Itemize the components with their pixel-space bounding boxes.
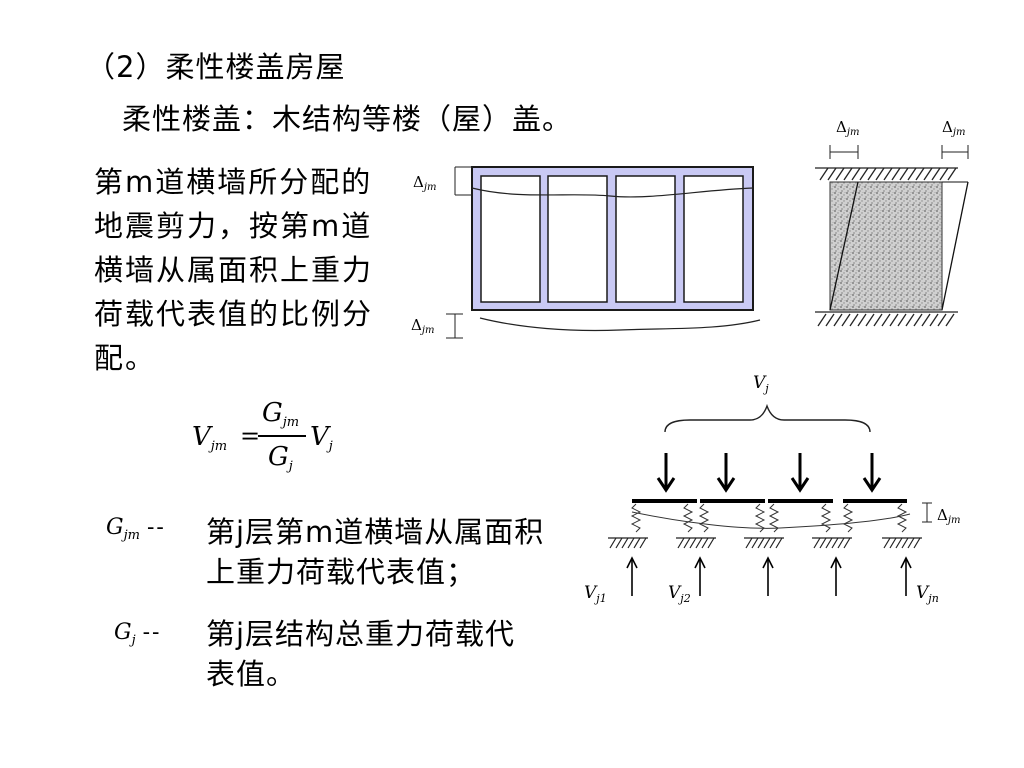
floor-plan-diagram: Δjm Δjm [411, 166, 761, 339]
plan-delta-bottom-label: Δjm [411, 316, 434, 336]
wall-delta-left-label: Δjm [836, 118, 859, 138]
section-title: （2）柔性楼盖房屋 [86, 50, 346, 84]
plan-deflection-top [471, 187, 754, 198]
plan-delta-top-label: Δjm [413, 173, 436, 193]
formula: Vjm = Gjm Gj Vj [190, 398, 350, 478]
beam-brace [664, 403, 871, 433]
formula-denominator: Gj [268, 442, 293, 474]
plan-bay-4 [683, 175, 744, 303]
beam-delta-label: Δjm [937, 506, 960, 526]
section-subtitle: 柔性楼盖：木结构等楼（屋）盖。 [122, 102, 573, 136]
plan-deflection-bottom [479, 317, 761, 332]
plan-bay-1 [480, 175, 541, 303]
body-paragraph: 第m道横墙所分配的地震剪力，按第m道横墙从属面积上重力荷载代表值的比例分配。 [94, 165, 374, 375]
formula-lhs: Vjm [192, 422, 228, 454]
shear-wall-body [829, 181, 943, 311]
beam-model-diagram: Vj [584, 373, 960, 605]
support-reaction-1-label: Vj1 [584, 583, 607, 605]
wall-delta-right-label: Δjm [942, 118, 965, 138]
formula-equals: = [240, 422, 261, 450]
definition-text-gjm: 第j层第m道横墙从属面积上重力荷载代表值； [206, 515, 545, 589]
definition-symbol-gjm: Gjm -- [106, 515, 166, 543]
definition-text-gj: 第j层结构总重力荷载代表值。 [206, 617, 516, 691]
fraction-bar [258, 435, 306, 437]
formula-numerator: Gjm [262, 398, 300, 430]
beam-total-shear-label: Vj [753, 373, 769, 395]
formula-rhs: Vj [310, 422, 333, 454]
definition-symbol-gj: Gj -- [114, 620, 162, 648]
support-reaction-2-label: Vj2 [668, 583, 691, 605]
plan-bay-2 [547, 175, 608, 303]
wall-elevation-diagram: Δjm Δjm [815, 118, 969, 327]
support-reaction-n-label: Vjn [916, 583, 939, 605]
